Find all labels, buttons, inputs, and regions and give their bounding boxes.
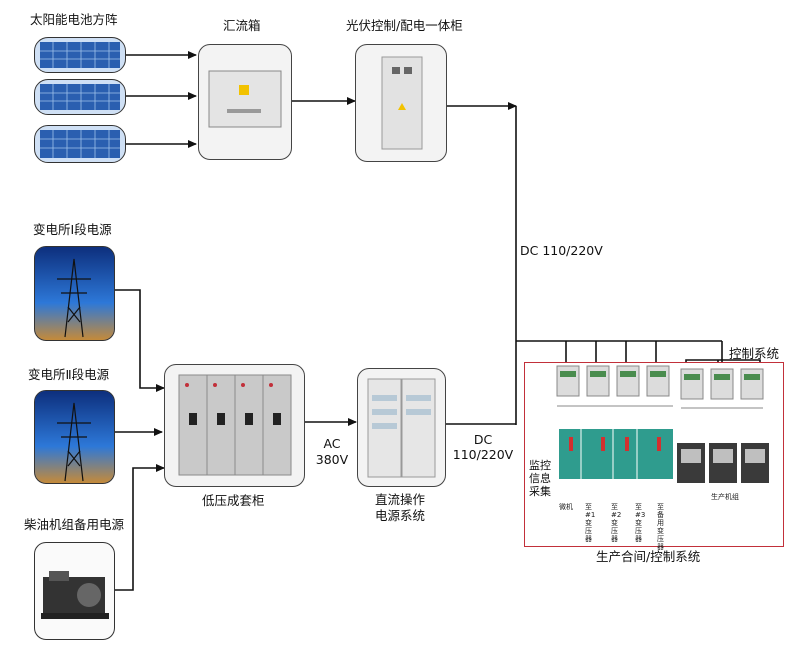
col-label-3: 至#3变压器 xyxy=(635,503,646,543)
lv-switchgear-label: 低压成套柜 xyxy=(202,493,265,508)
control-system-label: 控制系统 xyxy=(729,346,780,361)
solar-panel-image xyxy=(34,125,126,163)
dc-system-label-2: 电源系统 xyxy=(374,508,425,523)
monitor-label-2: 信息 xyxy=(529,472,551,485)
pv-cabinet-label: 光伏控制/配电一体柜 xyxy=(346,18,463,33)
ac-label-2: 380V xyxy=(315,452,349,467)
combiner-box-image xyxy=(198,44,292,160)
dc-label-2: 110/220V xyxy=(452,447,514,462)
substation-2-label: 变电所Ⅱ段电源 xyxy=(28,367,110,382)
dc-system-image xyxy=(357,368,446,487)
solar-panel-image xyxy=(34,37,126,73)
diesel-label: 柴油机组备用电源 xyxy=(24,517,125,532)
substation-1-label: 变电所Ⅰ段电源 xyxy=(33,222,112,237)
col-label-1: 至#1变压器 xyxy=(585,503,596,543)
dc-label-1: DC xyxy=(473,432,493,447)
pylon-image xyxy=(34,246,115,341)
dc-system-label-1: 直流操作 xyxy=(374,492,425,507)
monitor-label-3: 采集 xyxy=(529,485,551,498)
ac-label-1: AC xyxy=(323,436,341,451)
col-label-4: 至备用变压器 xyxy=(657,503,664,551)
col-label-2: 至#2变压器 xyxy=(611,503,622,543)
plant-title: 生产合间/控制系统 xyxy=(596,549,701,564)
plant-panel: 微机 至#1变压器 至#2变压器 至#3变压器 至备用变压器 生产机组 xyxy=(524,362,784,551)
col-label-0: 微机 xyxy=(559,503,573,511)
pv-cabinet-image xyxy=(355,44,447,162)
combiner-box-label: 汇流箱 xyxy=(223,18,261,33)
dc-bus-label: DC 110/220V xyxy=(520,243,603,258)
solar-array-label: 太阳能电池方阵 xyxy=(30,12,118,27)
lv-switchgear-image xyxy=(164,364,305,487)
gen-label: 生产机组 xyxy=(711,493,739,501)
sub1-to-lv xyxy=(113,289,165,392)
pylon-image xyxy=(34,390,115,484)
diesel-generator-image xyxy=(34,542,115,640)
diesel-to-lv xyxy=(113,464,165,591)
monitor-label-1: 监控 xyxy=(529,459,551,472)
solar-panel-image xyxy=(34,79,126,115)
